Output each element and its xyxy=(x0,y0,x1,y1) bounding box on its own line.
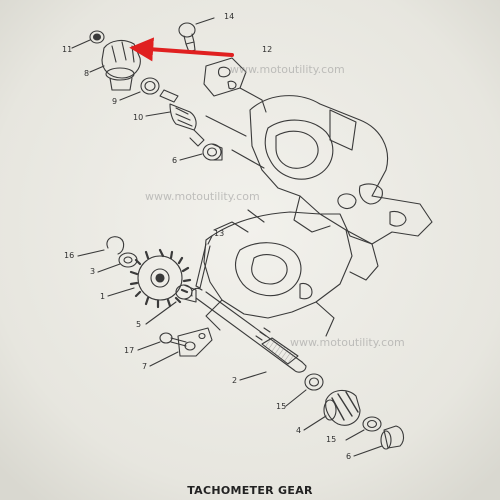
part-8-drive-housing xyxy=(101,39,141,91)
leader-15-upper xyxy=(285,389,307,407)
callout-16: 16 xyxy=(64,251,75,260)
leader-4 xyxy=(303,415,327,431)
part-15-washer-upper xyxy=(304,373,324,391)
part-1-large-gear xyxy=(129,248,192,309)
part-6-lower-bushing xyxy=(380,425,405,450)
part-6-upper-bushing xyxy=(202,143,223,161)
part-11-cap xyxy=(89,30,105,44)
part-7-lock-plate xyxy=(177,327,213,357)
watermark-top: www.motoutility.com xyxy=(230,63,345,76)
leader-6-upper xyxy=(179,153,203,161)
callout-4: 4 xyxy=(296,426,302,435)
leader-17 xyxy=(137,341,161,351)
callout-5: 5 xyxy=(136,320,142,329)
callout-2: 2 xyxy=(232,376,238,385)
mounting-bracket xyxy=(203,57,267,113)
leader-5 xyxy=(145,301,177,325)
callout-6-lower: 6 xyxy=(346,452,352,461)
callout-13: 13 xyxy=(214,229,225,238)
callout-10: 10 xyxy=(133,113,144,122)
part-15-washer-lower xyxy=(362,416,382,432)
leader-1 xyxy=(107,287,135,297)
leader-15-lower xyxy=(345,429,365,441)
leader-14 xyxy=(195,17,215,25)
callout-11: 11 xyxy=(62,45,73,54)
leader-8 xyxy=(89,65,105,73)
part-9-o-ring xyxy=(140,77,160,95)
leader-11 xyxy=(71,39,91,49)
callout-15-upper: 15 xyxy=(276,402,287,411)
callout-17: 17 xyxy=(124,346,135,355)
red-pointer-arrow xyxy=(129,37,234,62)
leader-13 xyxy=(207,235,213,245)
leader-3 xyxy=(97,263,121,273)
watermark-middle: www.motoutility.com xyxy=(145,190,260,203)
callout-15-lower: 15 xyxy=(326,435,337,444)
callout-6-upper: 6 xyxy=(172,156,178,165)
watermark-lower: www.motoutility.com xyxy=(290,336,405,349)
diagram-caption: TACHOMETER GEAR xyxy=(187,484,313,497)
upper-housing-casting xyxy=(205,95,433,281)
callout-9: 9 xyxy=(112,97,118,106)
leader-9 xyxy=(119,91,141,101)
lower-housing-casting xyxy=(203,211,373,337)
part-16-snap-ring xyxy=(106,236,125,255)
callout-1: 1 xyxy=(100,292,106,301)
callout-7: 7 xyxy=(142,362,148,371)
part-4-drive-gear xyxy=(323,389,361,426)
leader-2 xyxy=(239,371,267,381)
part-10-driven-gear xyxy=(159,89,205,147)
callout-12: 12 xyxy=(262,45,273,54)
leader-10 xyxy=(145,111,171,117)
part-2-shaft xyxy=(191,287,307,373)
callout-14: 14 xyxy=(224,12,235,21)
leader-16 xyxy=(77,249,105,257)
callout-8: 8 xyxy=(84,69,90,78)
callout-3: 3 xyxy=(90,267,96,276)
leader-lower-housing xyxy=(247,209,265,223)
leader-6-lower xyxy=(353,445,383,457)
part-13-pin xyxy=(195,243,211,289)
leader-7 xyxy=(149,351,179,367)
